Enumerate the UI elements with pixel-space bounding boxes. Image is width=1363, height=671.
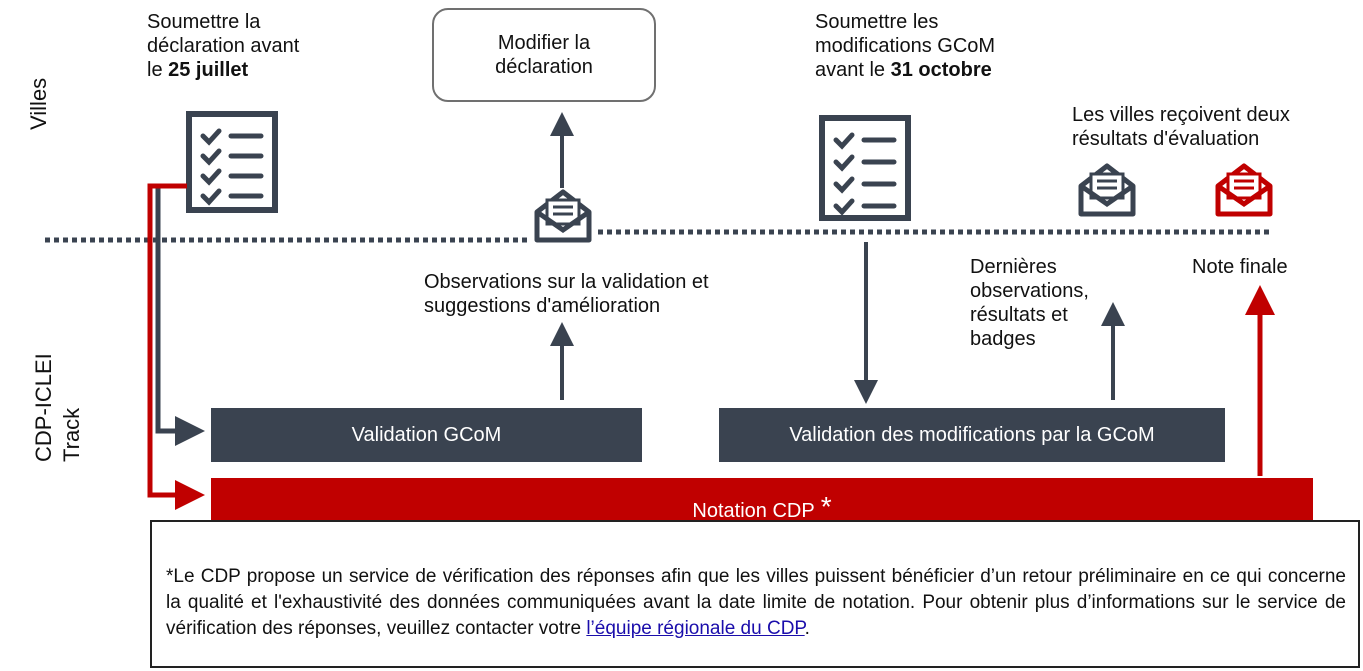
submit-declaration-line2: déclaration avant [147,35,300,57]
submit-mods-line3: avant le 31 octobre [815,58,995,82]
envelope-icon [534,189,592,243]
submit-mods-date: 31 octobre [890,59,992,81]
observations-line2: suggestions d'amélioration [424,295,661,317]
validation-gcom-label: Validation GCoM [351,423,502,446]
results-line1: Les villes reçoivent deux [1072,104,1290,126]
last-obs-line3: résultats et [970,304,1068,326]
connector-to-validation [155,183,205,446]
submit-modifications-text: Soumettre les modifications GCoM avant l… [815,10,995,82]
checklist-icon [186,111,278,213]
observations-line1: Observations sur la validation et [424,271,709,293]
modify-declaration-box: Modifier la déclaration [432,8,656,102]
final-note-text: Note finale [1192,256,1288,278]
results-line2: résultats d'évaluation [1072,128,1260,150]
checklist-icon [819,115,911,221]
submit-declaration-date: 25 juillet [168,59,249,81]
envelope-icon [1078,163,1136,217]
envelope-icon-red [1215,163,1273,217]
observations-text: Observations sur la validation et sugges… [424,270,709,318]
validation-gcom-bar: Validation GCoM [211,408,642,462]
validation-modifications-bar: Validation des modifications par la GCoM [719,408,1225,462]
regional-team-link[interactable]: l’équipe régionale du CDP [586,618,805,639]
submit-mods-prefix: avant le [815,59,891,81]
footnote-text: *Le CDP propose un service de vérificati… [166,566,1346,639]
submit-mods-line2: modifications GCoM [815,35,996,57]
footnote-box: *Le CDP propose un service de vérificati… [150,520,1360,668]
connector-to-notation [147,183,205,510]
submit-declaration-line1: Soumettre la [147,11,261,33]
last-obs-line1: Dernières [970,256,1057,278]
submit-declaration-text: Soumettre la déclaration avant le 25 jui… [147,10,299,82]
submit-declaration-prefix: le [147,59,169,81]
notation-cdp-label: Notation CDP [692,500,815,522]
submit-declaration-line3: le 25 juillet [147,58,299,82]
last-obs-line2: observations, [970,280,1089,302]
modify-line2: déclaration [495,56,593,78]
validation-mods-label: Validation des modifications par la GCoM [789,423,1155,446]
notation-star: * [820,491,832,522]
last-observations-text: Dernières observations, résultats et bad… [970,255,1089,351]
submit-mods-line1: Soumettre les [815,11,939,33]
last-obs-line4: badges [970,328,1036,350]
notation-cdp-bar: Notation CDP * [211,478,1313,528]
results-text: Les villes reçoivent deux résultats d'év… [1072,103,1290,151]
modify-line1: Modifier la [497,32,591,54]
footnote-end: . [804,618,810,639]
